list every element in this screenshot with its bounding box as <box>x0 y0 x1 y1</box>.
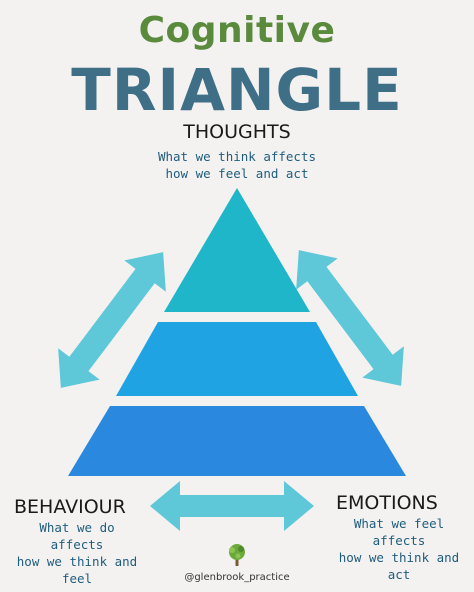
pyramid-bottom-tier <box>68 406 406 476</box>
bottom-double-arrow-icon <box>150 481 314 531</box>
footer-handle: @glenbrook_practice <box>184 572 290 583</box>
emotions-desc-line1: What we feel affects <box>353 516 445 548</box>
pyramid-middle-tier <box>116 322 358 396</box>
thoughts-desc-line1: What we think affects <box>157 149 317 164</box>
right-double-arrow-icon <box>296 250 404 386</box>
emotions-heading: EMOTIONS <box>336 492 438 514</box>
emotions-description: What we feel affects how we think and ac… <box>330 515 468 583</box>
left-double-arrow-icon <box>58 252 166 388</box>
behaviour-heading: BEHAVIOUR <box>14 496 126 518</box>
emotions-desc-line2: how we think and act <box>338 550 460 582</box>
behaviour-description: What we do affects how we think and feel <box>12 519 142 587</box>
tree-logo-icon <box>229 544 245 566</box>
thoughts-description: What we think affects how we feel and ac… <box>0 148 474 182</box>
pyramid-top-tier <box>164 188 310 312</box>
thoughts-desc-line2: how we feel and act <box>165 166 309 181</box>
behaviour-desc-line1: What we do affects <box>39 520 115 552</box>
title-cognitive: Cognitive <box>138 10 336 51</box>
behaviour-desc-line2: how we think and feel <box>16 554 138 586</box>
title-triangle: TRIANGLE <box>71 56 403 124</box>
thoughts-heading: THOUGHTS <box>183 121 291 143</box>
